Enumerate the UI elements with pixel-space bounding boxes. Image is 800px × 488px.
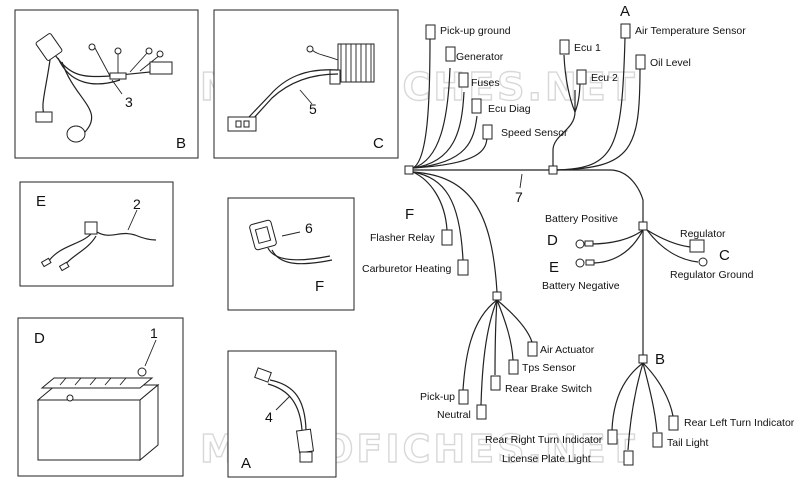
panel-a-part-number: 4 [265, 409, 273, 425]
connector-air-actuator [527, 341, 538, 357]
connector-ecu1 [559, 39, 570, 55]
label-rear-brake-switch: Rear Brake Switch [505, 383, 592, 395]
callout-b: B [655, 351, 665, 368]
panel-b: 3 B [14, 9, 199, 159]
wiring-loom-3-illustration [35, 33, 173, 143]
label-air-actuator: Air Actuator [540, 344, 595, 356]
connector-fuses [458, 72, 469, 88]
main-harness: Pick-up ground Generator Fuses Ecu Diag … [362, 3, 795, 466]
label-generator: Generator [456, 51, 504, 63]
callout-f: F [405, 206, 414, 223]
connector-speed-sensor [482, 124, 493, 140]
connector-regulator [689, 239, 705, 253]
label-ecu1: Ecu 1 [574, 42, 601, 54]
callout-d: D [547, 232, 558, 249]
label-carburetor-heating: Carburetor Heating [362, 263, 451, 275]
connector-rear-right-turn [607, 429, 618, 445]
panel-e-letter: E [36, 193, 46, 210]
ring-terminal-negative [575, 258, 585, 268]
connector-tps-sensor [508, 359, 519, 375]
panel-a: 4 A [227, 350, 337, 478]
connector-pickup [458, 389, 469, 405]
panel-c: 5 C [213, 9, 399, 159]
label-speed-sensor: Speed Sensor [501, 127, 568, 139]
junction-left [404, 165, 414, 175]
panel-d-part-number: 1 [150, 325, 158, 341]
panel-b-letter: B [176, 135, 186, 152]
connector-license-plate-light [623, 450, 634, 466]
panel-c-frame [213, 9, 399, 159]
label-neutral: Neutral [437, 409, 471, 421]
connector-tail-light [652, 432, 663, 448]
battery-1-illustration [36, 339, 160, 462]
panel-e-part-number: 2 [133, 196, 141, 212]
label-oil-level: Oil Level [650, 57, 691, 69]
ring-terminal-positive [575, 239, 585, 249]
junction-pickup [492, 291, 502, 301]
panel-d: D 1 [17, 317, 184, 477]
panel-a-letter: A [241, 455, 251, 472]
harness-part-number: 7 [515, 189, 523, 205]
panel-c-letter: C [373, 135, 384, 152]
connector-rear-left-turn [668, 415, 679, 431]
junction-battery [638, 221, 648, 231]
regulator-5-illustration [227, 43, 375, 132]
junction-center [548, 165, 558, 175]
connector-flasher-relay [441, 229, 453, 246]
connector-generator [445, 46, 456, 62]
panel-b-part-number: 3 [125, 94, 133, 110]
label-ecu2: Ecu 2 [591, 72, 618, 84]
connector-pickup-ground [425, 24, 436, 40]
label-fuses: Fuses [471, 77, 500, 89]
harness-trunk [410, 169, 644, 222]
connector-ecu2 [576, 69, 587, 85]
label-pickup: Pick-up [420, 391, 455, 403]
callout-a: A [620, 3, 630, 20]
panel-f: 6 F [227, 197, 355, 311]
panel-b-frame [14, 9, 199, 159]
panel-d-letter: D [34, 330, 45, 347]
callout-c: C [719, 247, 730, 264]
label-battery-negative: Battery Negative [542, 280, 620, 292]
sensor-cable-4-illustration [254, 367, 315, 463]
label-regulator-ground: Regulator Ground [670, 269, 754, 281]
connector-rear-brake-switch [490, 375, 501, 391]
panel-f-frame [227, 197, 355, 311]
connector-carburetor-heating [457, 259, 469, 276]
ring-terminal-regulator-ground [698, 257, 708, 267]
cable-2-illustration [40, 209, 157, 272]
label-air-temp: Air Temperature Sensor [635, 25, 746, 37]
label-battery-positive: Battery Positive [545, 213, 618, 225]
panel-f-letter: F [315, 278, 324, 295]
panel-c-part-number: 5 [309, 101, 317, 117]
label-ecu-diag: Ecu Diag [488, 103, 531, 115]
junction-rear [638, 354, 648, 364]
panel-a-frame [227, 350, 337, 478]
label-rear-left-turn: Rear Left Turn Indicator [684, 417, 795, 429]
panel-f-part-number: 6 [305, 220, 313, 236]
connector-oil-level [635, 54, 646, 70]
label-pickup-ground: Pick-up ground [440, 25, 511, 37]
label-flasher-relay: Flasher Relay [370, 232, 436, 244]
label-rear-right-turn: Rear Right Turn Indicator [485, 434, 603, 446]
label-tail-light: Tail Light [667, 437, 709, 449]
relay-6-illustration [249, 219, 333, 265]
label-tps-sensor: Tps Sensor [522, 362, 576, 374]
callout-e: E [549, 259, 559, 276]
connector-air-temp [620, 23, 631, 39]
label-regulator: Regulator [680, 228, 726, 240]
label-license-plate-light: License Plate Light [502, 453, 591, 465]
connector-ecu-diag [471, 98, 482, 114]
connector-neutral [476, 404, 487, 420]
panel-e: E 2 [19, 181, 174, 287]
